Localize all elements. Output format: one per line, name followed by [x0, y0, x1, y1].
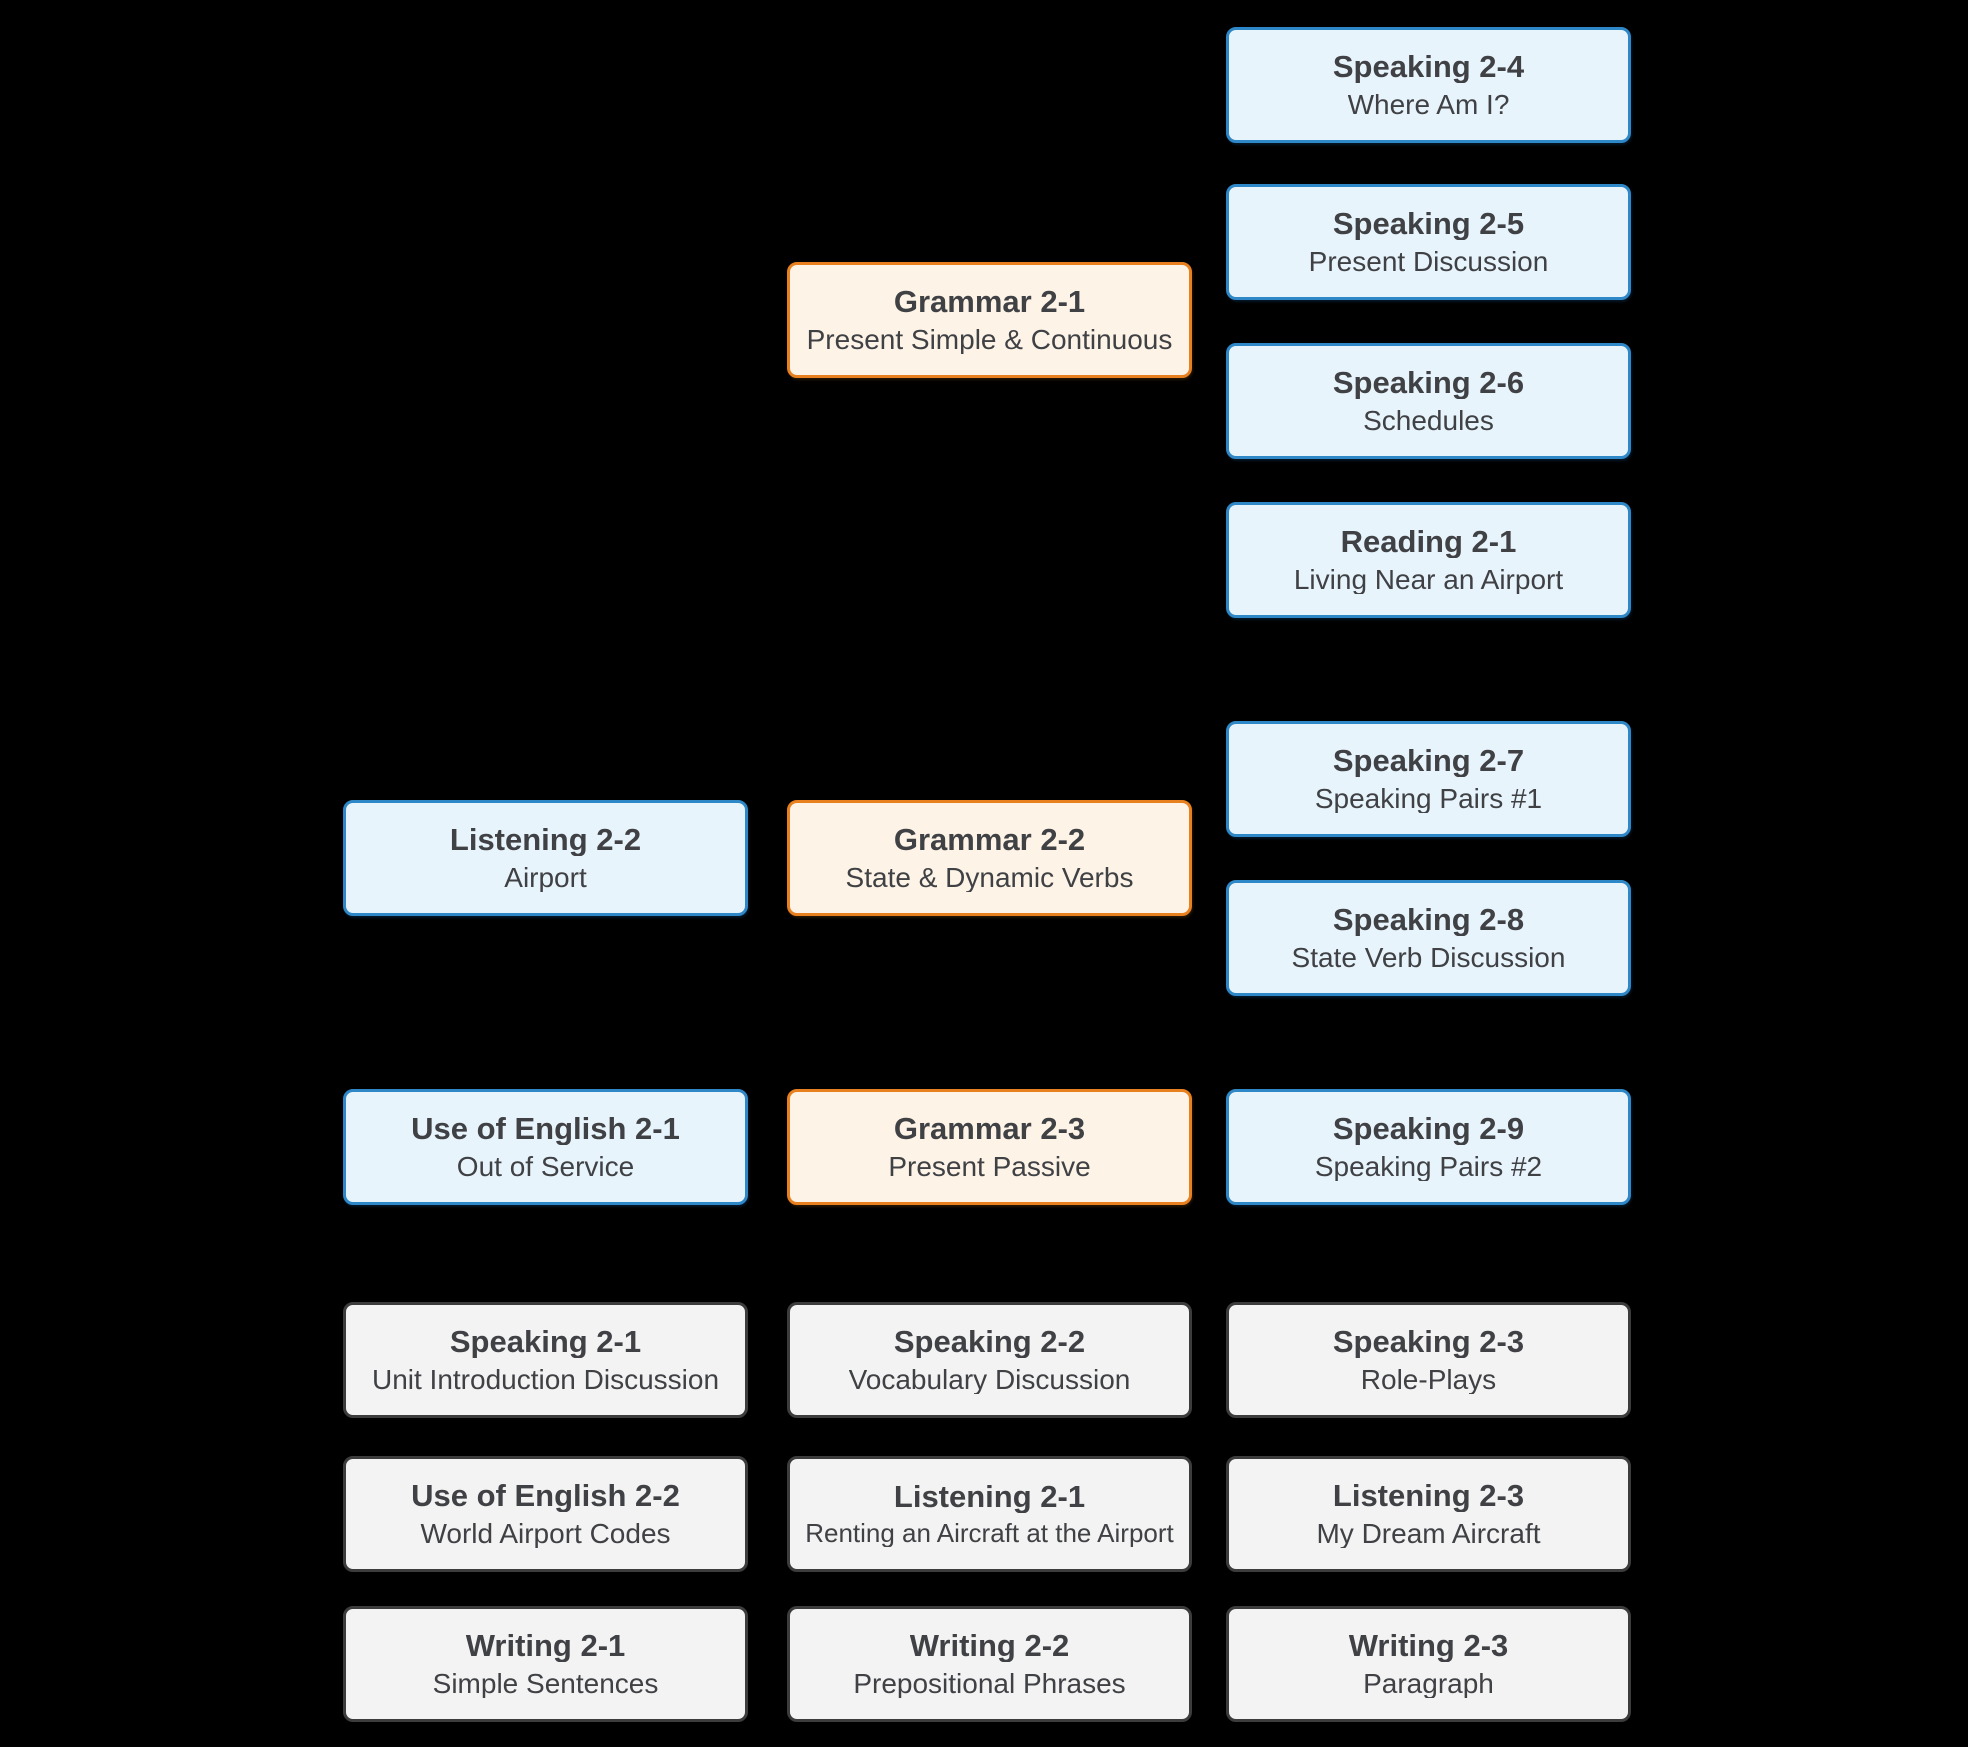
node-title: Speaking 2-4 [1332, 50, 1525, 84]
node-title: Writing 2-2 [909, 1629, 1070, 1663]
node-writing-2-3: Writing 2-3 Paragraph [1226, 1606, 1631, 1722]
node-subtitle: Where Am I? [1347, 90, 1510, 120]
node-use-of-english-2-1: Use of English 2-1 Out of Service [343, 1089, 748, 1205]
node-subtitle: State & Dynamic Verbs [845, 863, 1134, 893]
node-subtitle: Speaking Pairs #1 [1314, 784, 1543, 814]
node-subtitle: Out of Service [456, 1152, 635, 1182]
node-title: Speaking 2-8 [1332, 903, 1525, 937]
node-subtitle: State Verb Discussion [1291, 943, 1566, 973]
node-subtitle: Airport [504, 863, 587, 893]
node-listening-2-2: Listening 2-2 Airport [343, 800, 748, 916]
node-title: Listening 2-3 [1332, 1479, 1525, 1513]
node-listening-2-3: Listening 2-3 My Dream Aircraft [1226, 1456, 1631, 1572]
node-subtitle: Living Near an Airport [1293, 565, 1564, 595]
node-subtitle: Speaking Pairs #2 [1314, 1152, 1543, 1182]
node-subtitle: Prepositional Phrases [853, 1669, 1126, 1699]
node-speaking-2-7: Speaking 2-7 Speaking Pairs #1 [1226, 721, 1631, 837]
node-reading-2-1: Reading 2-1 Living Near an Airport [1226, 502, 1631, 618]
node-grammar-2-2: Grammar 2-2 State & Dynamic Verbs [787, 800, 1192, 916]
node-subtitle: Renting an Aircraft at the Airport [805, 1520, 1174, 1548]
node-grammar-2-3: Grammar 2-3 Present Passive [787, 1089, 1192, 1205]
node-speaking-2-6: Speaking 2-6 Schedules [1226, 343, 1631, 459]
node-subtitle: Present Discussion [1308, 247, 1549, 277]
node-title: Speaking 2-2 [893, 1325, 1086, 1359]
node-use-of-english-2-2: Use of English 2-2 World Airport Codes [343, 1456, 748, 1572]
node-title: Speaking 2-1 [449, 1325, 642, 1359]
node-subtitle: Vocabulary Discussion [848, 1365, 1131, 1395]
node-title: Use of English 2-2 [411, 1479, 680, 1513]
node-title: Speaking 2-5 [1332, 207, 1525, 241]
node-writing-2-2: Writing 2-2 Prepositional Phrases [787, 1606, 1192, 1722]
node-speaking-2-8: Speaking 2-8 State Verb Discussion [1226, 880, 1631, 996]
node-listening-2-1: Listening 2-1 Renting an Aircraft at the… [787, 1456, 1192, 1572]
node-title: Use of English 2-1 [411, 1112, 680, 1146]
node-title: Writing 2-3 [1348, 1629, 1509, 1663]
node-speaking-2-3: Speaking 2-3 Role-Plays [1226, 1302, 1631, 1418]
node-speaking-2-5: Speaking 2-5 Present Discussion [1226, 184, 1631, 300]
node-title: Reading 2-1 [1340, 525, 1517, 559]
node-title: Speaking 2-9 [1332, 1112, 1525, 1146]
node-subtitle: Unit Introduction Discussion [371, 1365, 720, 1395]
node-writing-2-1: Writing 2-1 Simple Sentences [343, 1606, 748, 1722]
node-subtitle: Role-Plays [1360, 1365, 1497, 1395]
node-title: Listening 2-2 [449, 823, 642, 857]
node-title: Writing 2-1 [465, 1629, 626, 1663]
node-speaking-2-9: Speaking 2-9 Speaking Pairs #2 [1226, 1089, 1631, 1205]
node-subtitle: Paragraph [1363, 1669, 1494, 1699]
node-title: Speaking 2-6 [1332, 366, 1525, 400]
node-subtitle: World Airport Codes [420, 1519, 671, 1549]
node-speaking-2-4: Speaking 2-4 Where Am I? [1226, 27, 1631, 143]
node-grammar-2-1: Grammar 2-1 Present Simple & Continuous [787, 262, 1192, 378]
node-subtitle: Present Passive [888, 1152, 1091, 1182]
node-title: Grammar 2-1 [893, 285, 1086, 319]
node-title: Speaking 2-3 [1332, 1325, 1525, 1359]
node-title: Speaking 2-7 [1332, 744, 1525, 778]
node-subtitle: Present Simple & Continuous [806, 325, 1173, 355]
node-title: Grammar 2-2 [893, 823, 1086, 857]
node-subtitle: My Dream Aircraft [1316, 1519, 1541, 1549]
node-speaking-2-1: Speaking 2-1 Unit Introduction Discussio… [343, 1302, 748, 1418]
node-title: Listening 2-1 [893, 1480, 1086, 1514]
node-subtitle: Simple Sentences [432, 1669, 659, 1699]
node-subtitle: Schedules [1363, 406, 1494, 436]
node-title: Grammar 2-3 [893, 1112, 1086, 1146]
node-speaking-2-2: Speaking 2-2 Vocabulary Discussion [787, 1302, 1192, 1418]
